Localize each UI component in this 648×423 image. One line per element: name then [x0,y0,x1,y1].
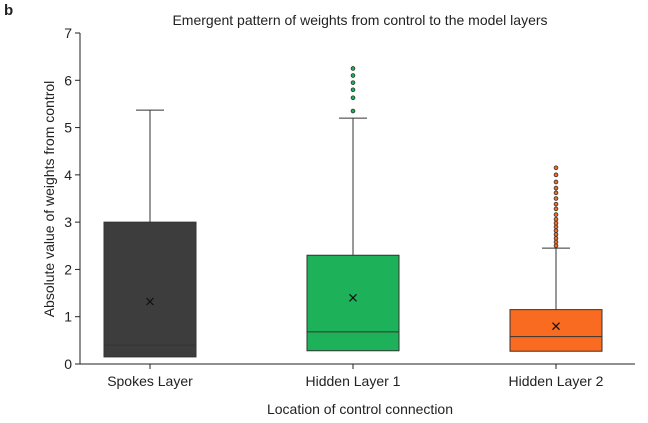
outlier-point [553,217,559,222]
chart-title: Emergent pattern of weights from control… [172,12,547,28]
box-group [509,165,603,352]
y-tick-label: 0 [64,356,72,372]
panel-label: b [4,2,14,19]
outlier-point [553,212,559,217]
outlier-point [553,201,559,207]
outlier-point [553,220,559,226]
outlier-point [350,95,356,101]
outlier-point [553,172,559,178]
y-tick-label: 3 [64,214,72,230]
box-iqr [306,254,400,352]
x-tick-label: Spokes Layer [107,373,193,389]
y-tick-label: 4 [64,167,72,183]
box-iqr [509,309,603,352]
box-group [103,109,197,358]
y-tick-label: 6 [64,72,72,88]
outlier-point [350,108,356,114]
x-tick-label: Hidden Layer 2 [509,373,604,389]
y-tick-label: 7 [64,25,72,41]
x-axis-title: Location of control connection [267,401,453,417]
x-tick-label: Hidden Layer 1 [306,373,401,389]
mean-marker [349,293,357,302]
box-iqr [103,221,197,358]
outlier-point [553,196,559,201]
y-axis-title: Absolute value of weights from control [41,81,57,318]
y-tick-label: 1 [64,309,72,325]
outlier-point [350,80,356,85]
outlier-point [553,165,559,171]
outlier-point [350,66,356,71]
outlier-point [553,232,559,237]
outlier-point [553,206,559,212]
outlier-point [350,87,356,93]
y-tick-label: 2 [64,261,72,277]
y-tick-label: 5 [64,120,72,136]
outlier-point [553,190,559,196]
outlier-point [553,185,559,191]
box-group [306,66,400,352]
outlier-point [553,239,559,245]
outlier-point [553,179,559,185]
outlier-point [553,235,559,241]
mean-marker [552,322,560,331]
outlier-point [553,224,559,230]
outlier-point [553,228,559,233]
outlier-point [350,73,356,78]
boxes [103,66,603,358]
outlier-point [553,243,559,249]
mean-marker [146,297,154,306]
